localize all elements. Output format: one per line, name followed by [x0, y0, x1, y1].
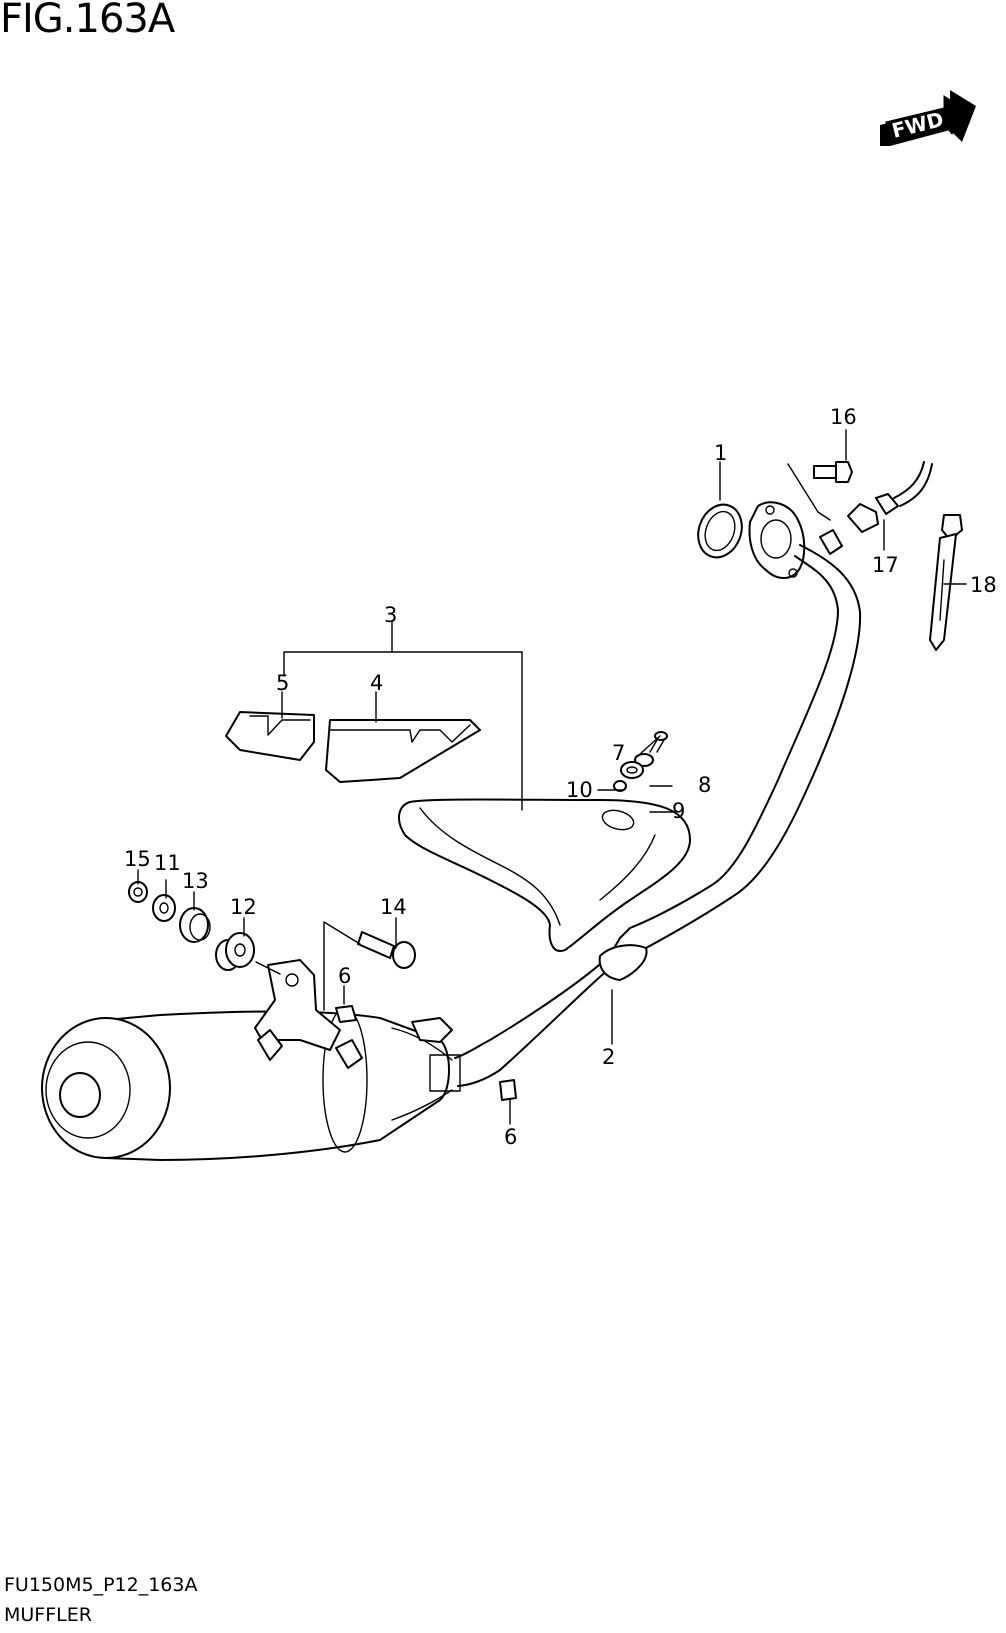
callout-4: 4: [370, 671, 383, 695]
callout-17: 17: [872, 553, 899, 577]
clip-nut-6-lower: [499, 1079, 517, 1101]
figure-title: FIG.163A: [0, 0, 175, 42]
callout-18: 18: [970, 573, 997, 597]
callout-11: 11: [154, 851, 181, 875]
oxygen-sensor-17: [847, 461, 933, 533]
callout-2: 2: [602, 1045, 615, 1069]
washer-11: [152, 894, 176, 922]
heat-shield-pad-5: [225, 711, 315, 761]
callout-8: 8: [698, 773, 711, 797]
callout-5: 5: [276, 671, 289, 695]
collar-12: [215, 932, 255, 971]
clip-nut-6-upper: [335, 1005, 357, 1023]
callout-12: 12: [230, 895, 257, 919]
cable-tie-18: [929, 514, 963, 651]
callout-1: 1: [714, 441, 727, 465]
forward-arrow-icon: FWD: [880, 90, 976, 146]
exhaust-pipe: [454, 501, 862, 1087]
figure-code: FU150M5_P12_163A: [4, 1574, 198, 1596]
muffler: [41, 959, 461, 1161]
callout-14: 14: [380, 895, 407, 919]
cushion-13: [179, 907, 211, 943]
callout-10: 10: [566, 778, 593, 802]
callout-13: 13: [182, 869, 209, 893]
heat-shield: [398, 798, 691, 952]
callout-7: 7: [612, 741, 625, 765]
heat-shield-pad-4: [325, 719, 481, 783]
nut-15: [128, 881, 148, 903]
bolt-14: [357, 931, 416, 969]
section-title: MUFFLER: [4, 1604, 92, 1626]
callout-6-lower: 6: [504, 1125, 517, 1149]
bolt-16: [813, 461, 853, 483]
leader-lines: [137, 429, 967, 1125]
callout-3: 3: [384, 603, 397, 627]
exhaust-gasket: [697, 503, 743, 559]
callout-9: 9: [672, 799, 685, 823]
callout-6-upper: 6: [338, 964, 351, 988]
collar-9: [613, 780, 627, 792]
collar-10: [620, 761, 644, 779]
callout-numbers: 1 2 3 4 5 6 6 7 8 9 10 11 12 13 14 15 16…: [124, 405, 997, 1149]
callout-15: 15: [124, 847, 151, 871]
callout-16: 16: [830, 405, 857, 429]
